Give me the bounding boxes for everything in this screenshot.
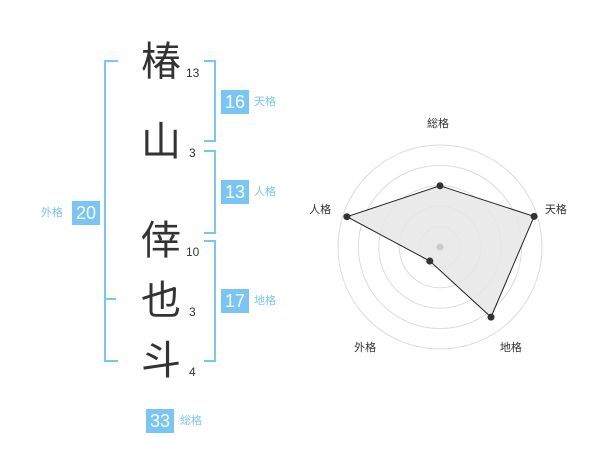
name-char-5: 斗 — [141, 338, 181, 384]
radar-point — [487, 313, 495, 321]
radar-grid-ring — [398, 205, 482, 289]
radar-grid-ring — [378, 185, 502, 309]
name-char-1: 椿 — [141, 39, 181, 85]
tenkaku-label: 天格 — [254, 95, 276, 108]
name-char-4: 也 — [141, 278, 181, 324]
chikaku-bracket — [204, 240, 216, 362]
radar-grid-ring — [357, 164, 523, 330]
radar-point — [530, 212, 538, 220]
radar-grid-ring — [337, 144, 543, 350]
tenkaku-value: 16 — [221, 90, 249, 114]
stroke-count-3: 10 — [186, 245, 200, 259]
radar-point — [426, 257, 434, 265]
soukaku-label: 総格 — [180, 414, 202, 427]
jinkaku-label: 人格 — [254, 185, 276, 198]
stroke-count-4: 3 — [189, 305, 196, 319]
stroke-count-1: 13 — [186, 66, 200, 80]
radar-axis-label: 外格 — [354, 341, 377, 355]
chikaku-label: 地格 — [254, 294, 276, 307]
stroke-count-5: 4 — [189, 365, 196, 379]
radar-point — [436, 182, 444, 190]
name-char-2: 山 — [141, 119, 181, 165]
gaikaku-label: 外格 — [41, 206, 63, 219]
radar-axis-label: 総格 — [427, 117, 449, 130]
chikaku-value: 17 — [221, 289, 249, 313]
gaikaku-value: 20 — [72, 201, 100, 225]
soukaku-value: 33 — [146, 409, 174, 433]
tenkaku-bracket — [204, 60, 216, 142]
radar-center-dot — [436, 243, 444, 251]
radar-axis-label: 人格 — [309, 202, 332, 216]
radar-axis-label: 天格 — [544, 202, 567, 216]
stroke-count-2: 3 — [189, 146, 196, 160]
radar-polygon — [345, 185, 535, 318]
jinkaku-value: 13 — [221, 180, 249, 204]
name-char-3: 倖 — [141, 218, 181, 264]
jinkaku-bracket — [204, 150, 216, 234]
radar-grid-ring — [419, 226, 461, 268]
radar-point — [343, 213, 351, 221]
gaikaku-bracket-tick — [104, 298, 116, 300]
gaikaku-bracket — [104, 60, 118, 362]
radar-axis-label: 地格 — [499, 341, 522, 355]
